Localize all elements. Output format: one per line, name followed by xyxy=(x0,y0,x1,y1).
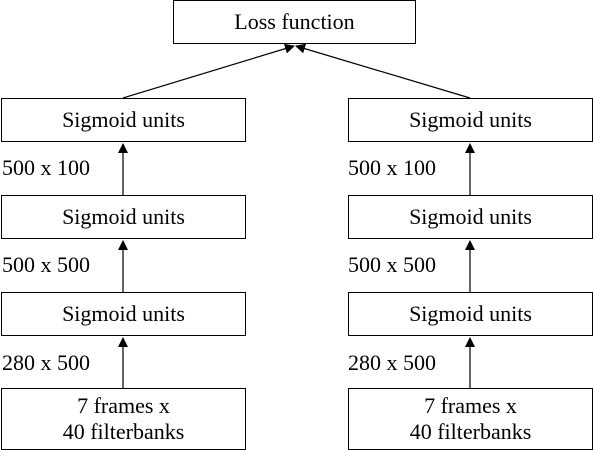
layer-label: Sigmoid units xyxy=(409,301,532,326)
right-weights-label-3: 500 x 100 xyxy=(348,155,436,180)
left-weights-label-2: 500 x 500 xyxy=(2,252,90,277)
left-sigmoid-layer-3: Sigmoid units xyxy=(1,98,246,142)
input-line-2: 40 filterbanks xyxy=(409,419,532,444)
right-sigmoid-layer-1: Sigmoid units xyxy=(348,292,593,336)
layer-label: Sigmoid units xyxy=(62,107,185,132)
layer-label: Sigmoid units xyxy=(62,301,185,326)
left-weights-label-3: 500 x 100 xyxy=(2,155,90,180)
arrow-right-to-loss xyxy=(295,43,471,99)
loss-function-label: Loss function xyxy=(234,9,355,34)
left-sigmoid-layer-2: Sigmoid units xyxy=(1,195,246,239)
right-input-box: 7 frames x 40 filterbanks xyxy=(348,388,593,450)
layer-label: Sigmoid units xyxy=(409,204,532,229)
left-input-box: 7 frames x 40 filterbanks xyxy=(1,388,246,450)
right-sigmoid-layer-3: Sigmoid units xyxy=(348,98,593,142)
left-sigmoid-layer-1: Sigmoid units xyxy=(1,292,246,336)
layer-label: Sigmoid units xyxy=(409,107,532,132)
input-line-1: 7 frames x xyxy=(77,393,170,418)
right-weights-label-2: 500 x 500 xyxy=(348,252,436,277)
input-line-2: 40 filterbanks xyxy=(62,419,185,444)
right-sigmoid-layer-2: Sigmoid units xyxy=(348,195,593,239)
left-weights-label-1: 280 x 500 xyxy=(2,350,90,375)
arrow-left-to-loss xyxy=(122,43,295,99)
layer-label: Sigmoid units xyxy=(62,204,185,229)
input-line-1: 7 frames x xyxy=(424,393,517,418)
right-weights-label-1: 280 x 500 xyxy=(348,350,436,375)
loss-function-box: Loss function xyxy=(173,0,416,44)
